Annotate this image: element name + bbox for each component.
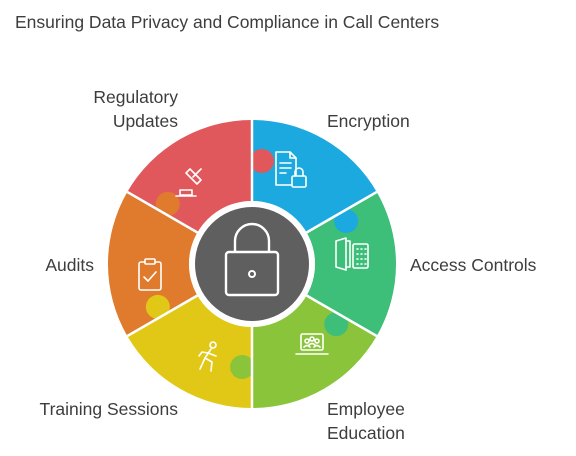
label-audits: Audits: [45, 255, 94, 275]
puzzle-tab-audits: [155, 191, 180, 216]
person-training-icon: [198, 341, 217, 372]
padlock-icon: [224, 222, 280, 297]
puzzle-tab-access-controls: [324, 312, 349, 337]
segment-divider: [126, 190, 199, 234]
segment-training-sessions: [127, 295, 252, 408]
door-keypad-icon: [335, 237, 369, 271]
puzzle-tab-training-sessions: [145, 294, 170, 319]
label-encryption: Encryption: [327, 111, 410, 131]
document-lock-icon: [275, 151, 307, 188]
diagram-title: Ensuring Data Privacy and Compliance in …: [15, 12, 440, 32]
gavel-icon: [175, 168, 202, 197]
label-training-sessions: Training Sessions: [39, 399, 178, 419]
puzzle-tab-regulatory-updates: [249, 148, 274, 173]
center-disc: [195, 207, 309, 321]
segment-divider: [126, 294, 199, 338]
clipboard-check-icon: [138, 258, 162, 291]
segment-encryption: [252, 120, 377, 233]
puzzle-tab-employee-education: [230, 355, 255, 380]
segment-divider: [305, 190, 378, 234]
label-employee-education: Employee Education: [327, 399, 405, 443]
puzzle-tab-encryption: [334, 209, 359, 234]
segment-divider: [305, 294, 378, 338]
online-learning-icon: [295, 333, 329, 355]
segment-access-controls: [306, 192, 397, 336]
label-regulatory-updates: Regulatory Updates: [93, 87, 178, 131]
label-access-controls: Access Controls: [410, 255, 537, 275]
